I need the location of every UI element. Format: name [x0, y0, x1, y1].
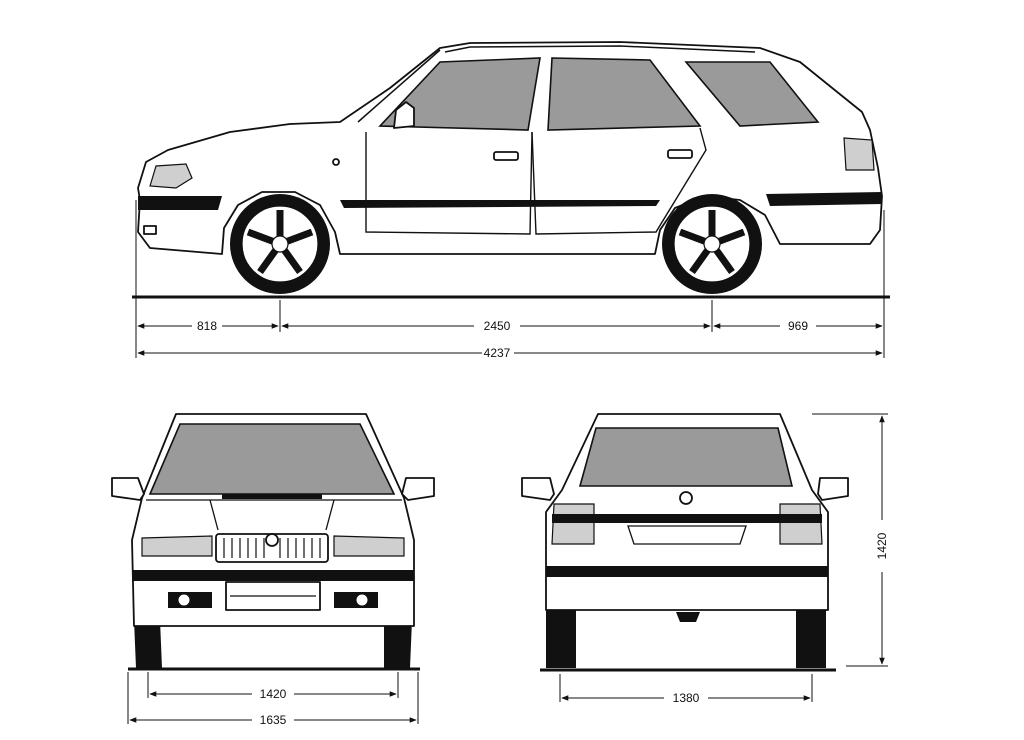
front-view: 1420 1635	[111, 413, 435, 727]
front-badge	[265, 533, 279, 547]
side-molding	[340, 200, 660, 208]
front-left-mirror	[111, 477, 145, 501]
front-right-mirror	[401, 477, 435, 501]
side-indicator	[332, 158, 340, 166]
dim-overall-height: 1420	[875, 415, 889, 665]
side-body	[137, 41, 883, 255]
side-view: 818 2450 969 4237	[132, 41, 890, 360]
side-extension-lines	[135, 200, 885, 358]
rear-track-value: 1380	[673, 691, 700, 705]
dim-front-overhang: 818	[137, 319, 279, 333]
roof-rail	[444, 45, 756, 53]
rear-right-tyre	[796, 610, 826, 668]
side-mirror	[393, 101, 415, 129]
hood-lines	[146, 499, 402, 531]
side-headlight	[149, 163, 193, 189]
windshield	[148, 423, 396, 495]
front-right-tyre	[384, 620, 412, 668]
hood-vent	[222, 494, 322, 499]
dim-front-track: 1420	[149, 687, 397, 701]
rear-door-window	[547, 57, 702, 131]
front-left-tyre	[134, 620, 162, 668]
overall-width-value: 1635	[260, 713, 287, 727]
front-door-window	[378, 57, 541, 131]
wheelbase-value: 2450	[484, 319, 511, 333]
rear-badge	[679, 491, 693, 505]
front-overhang-value: 818	[197, 319, 217, 333]
dim-rear-overhang: 969	[713, 319, 883, 333]
grille-bars	[223, 538, 321, 558]
rear-left-taillight	[551, 503, 595, 545]
a-pillar	[357, 49, 441, 123]
rear-view: 1380 1420	[521, 413, 889, 705]
rear-quarter-window	[684, 61, 820, 127]
front-bumper-stripe	[132, 570, 414, 581]
rear-bumper-stripe	[546, 566, 828, 577]
rear-right-mirror	[817, 477, 849, 501]
dim-wheelbase: 2450	[281, 319, 711, 333]
rear-overhang-value: 969	[788, 319, 808, 333]
dim-overall-width: 1635	[129, 713, 417, 727]
front-left-headlight	[141, 535, 213, 557]
front-right-headlight	[333, 535, 405, 557]
rear-extension-lines	[559, 413, 888, 702]
front-door-handle	[493, 151, 519, 161]
rear-window	[578, 427, 794, 487]
rear-wheel	[662, 194, 762, 294]
front-wheel	[230, 194, 330, 294]
dim-rear-track: 1380	[561, 691, 811, 705]
side-fog-light	[143, 225, 157, 235]
front-track-value: 1420	[260, 687, 287, 701]
tailgate-stripe	[552, 514, 822, 523]
overall-length-value: 4237	[484, 346, 511, 360]
rear-bumper-strip	[766, 192, 882, 206]
rear-left-tyre	[546, 610, 576, 668]
tow-point	[676, 612, 700, 622]
dim-overall-length: 4237	[137, 346, 883, 360]
front-bumper-strip	[138, 196, 222, 210]
side-taillight	[843, 137, 875, 171]
rear-door-handle	[667, 149, 693, 159]
front-door-outline	[365, 131, 533, 235]
rear-left-mirror	[521, 477, 555, 501]
overall-height-value: 1420	[875, 532, 889, 559]
plate-recess	[627, 525, 747, 545]
rear-right-taillight	[779, 503, 823, 545]
front-extension-lines	[127, 672, 419, 724]
